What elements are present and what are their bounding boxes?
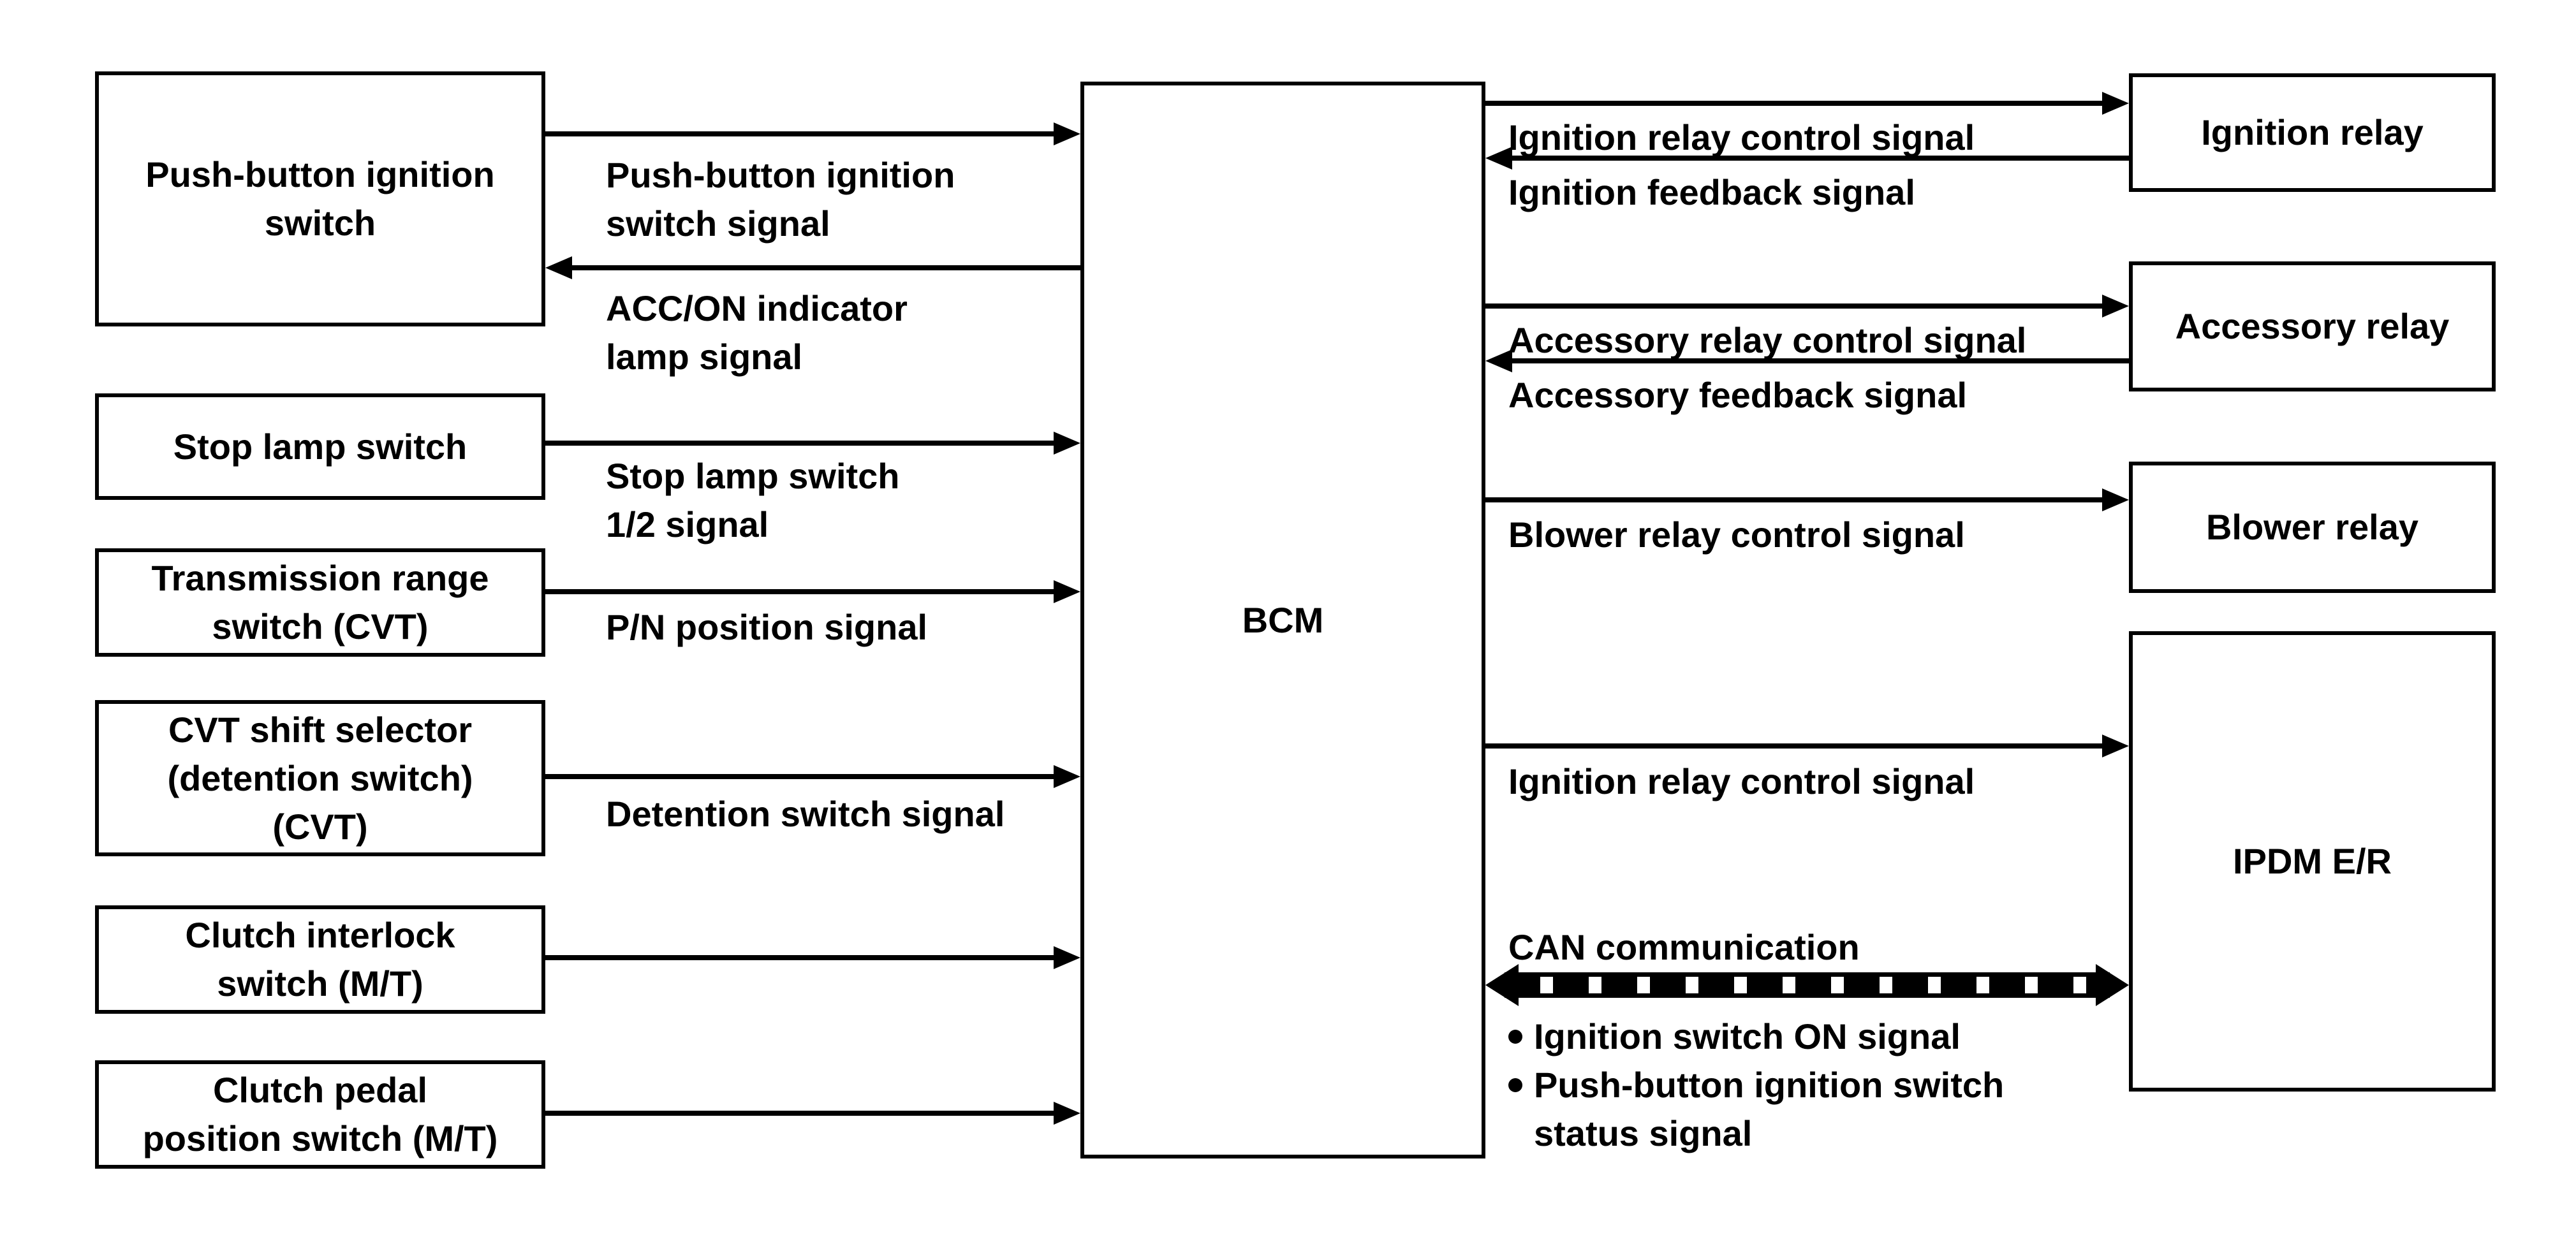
signal-label-acc-on-indicator-lamp-signal: ACC/ON indicator lamp signal: [606, 288, 908, 377]
node-label: Accessory relay: [2175, 306, 2450, 346]
arrow-shaft: [1485, 497, 2107, 502]
arrow-shaft: [1507, 358, 2129, 363]
arrow-shaft: [1485, 743, 2107, 749]
arrowhead-right-icon: [2102, 92, 2129, 115]
node-label: Blower relay: [2205, 507, 2419, 547]
signal-label-can-communication: CAN communication: [1508, 927, 1860, 967]
node-clutch-pedal-position-switch: Clutch pedal position switch (M/T): [95, 1060, 545, 1169]
arrow-shaft: [545, 131, 1059, 136]
arrowhead-right-icon: [1054, 946, 1080, 969]
arrow-clutch-interlock-switch: [545, 946, 1080, 969]
arrow-shaft: [545, 955, 1059, 960]
signal-label-accessory-feedback-signal: Accessory feedback signal: [1508, 375, 1968, 415]
arrowhead-left-icon: [1485, 147, 1512, 170]
node-label: Clutch interlock switch (M/T): [185, 915, 455, 1004]
node-label: Stop lamp switch: [173, 426, 467, 467]
arrow-shaft: [545, 1111, 1059, 1116]
arrow-shaft: [567, 265, 1080, 270]
node-label: Clutch pedal position switch (M/T): [142, 1070, 498, 1158]
arrow-ignition-relay-control-signal: [1485, 92, 2129, 115]
arrowhead-right-icon: [2102, 488, 2129, 511]
arrow-pn-position-signal: [545, 580, 1080, 603]
node-label: IPDM E/R: [2233, 841, 2392, 881]
node-label: BCM: [1242, 599, 1324, 640]
arrow-shaft: [545, 589, 1059, 594]
signal-label-pn-position-signal: P/N position signal: [606, 607, 928, 647]
signal-label-ignition-relay-control-signal: Ignition relay control signal: [1508, 117, 1975, 157]
node-label: CVT shift selector (detention switch) (C…: [167, 709, 473, 847]
arrow-ignition-relay-control-signal-ipdm: [1485, 734, 2129, 757]
bullet-dot-icon: [1508, 1030, 1522, 1044]
can-signal-item-push-button-status: Push-button ignition switch status signa…: [1508, 1061, 2210, 1158]
arrow-shaft: [1507, 156, 2129, 161]
arrowhead-right-icon: [1054, 122, 1080, 145]
arrowhead-right-icon: [1054, 432, 1080, 455]
arrowhead-right-icon: [2102, 734, 2129, 757]
arrow-ignition-feedback-signal: [1485, 147, 2129, 170]
can-signal-item-label: Ignition switch ON signal: [1534, 1016, 1961, 1056]
arrowhead-right-icon: [1054, 580, 1080, 603]
can-signal-item-label: Push-button ignition switch status signa…: [1534, 1065, 2005, 1153]
arrow-blower-relay-control-signal: [1485, 488, 2129, 511]
bullet-dot-icon: [1508, 1078, 1522, 1092]
arrow-stop-lamp-switch-signal: [545, 432, 1080, 455]
arrow-detention-switch-signal: [545, 765, 1080, 788]
signal-label-detention-switch-signal: Detention switch signal: [606, 794, 1005, 834]
node-stop-lamp-switch: Stop lamp switch: [95, 393, 545, 500]
signal-label-stop-lamp-switch-signal: Stop lamp switch 1/2 signal: [606, 456, 900, 544]
arrow-shaft: [545, 441, 1059, 446]
node-blower-relay: Blower relay: [2129, 462, 2496, 593]
arrow-push-button-ignition-switch-signal: [545, 122, 1080, 145]
arrowhead-right-icon: [2096, 964, 2129, 1006]
node-ignition-relay: Ignition relay: [2129, 73, 2496, 192]
can-dashed-shaft: [1505, 972, 2110, 998]
arrow-shaft: [1485, 303, 2107, 309]
signal-label-accessory-relay-control-signal: Accessory relay control signal: [1508, 320, 2027, 360]
signal-label-ignition-relay-control-signal-ipdm: Ignition relay control signal: [1508, 761, 1975, 801]
arrow-shaft: [1485, 101, 2107, 106]
node-push-button-ignition-switch: Push-button ignition switch: [95, 71, 545, 326]
node-accessory-relay: Accessory relay: [2129, 261, 2496, 391]
node-clutch-interlock-switch: Clutch interlock switch (M/T): [95, 905, 545, 1014]
signal-label-ignition-feedback-signal: Ignition feedback signal: [1508, 172, 1915, 212]
arrowhead-right-icon: [1054, 765, 1080, 788]
node-cvt-shift-selector: CVT shift selector (detention switch) (C…: [95, 700, 545, 856]
node-label: Ignition relay: [2201, 112, 2424, 152]
arrow-can-communication: [1485, 964, 2129, 1006]
node-bcm: BCM: [1080, 82, 1485, 1158]
arrow-accessory-relay-control-signal: [1485, 295, 2129, 318]
arrow-accessory-feedback-signal: [1485, 349, 2129, 372]
signal-label-blower-relay-control-signal: Blower relay control signal: [1508, 515, 1965, 555]
arrowhead-right-icon: [1054, 1102, 1080, 1125]
node-transmission-range-switch: Transmission range switch (CVT): [95, 548, 545, 657]
node-label: Push-button ignition switch: [145, 154, 495, 243]
arrow-clutch-pedal-position-switch: [545, 1102, 1080, 1125]
node-label: Transmission range switch (CVT): [151, 558, 489, 647]
arrowhead-right-icon: [2102, 295, 2129, 318]
arrow-acc-on-indicator-lamp-signal: [545, 256, 1080, 279]
can-signal-item-ignition-switch-on: Ignition switch ON signal: [1508, 1012, 2210, 1061]
arrowhead-left-icon: [545, 256, 572, 279]
node-ipdm-er: IPDM E/R: [2129, 631, 2496, 1092]
arrow-shaft: [545, 774, 1059, 779]
arrowhead-left-icon: [1485, 349, 1512, 372]
signal-label-push-button-ignition-switch-signal: Push-button ignition switch signal: [606, 155, 955, 244]
